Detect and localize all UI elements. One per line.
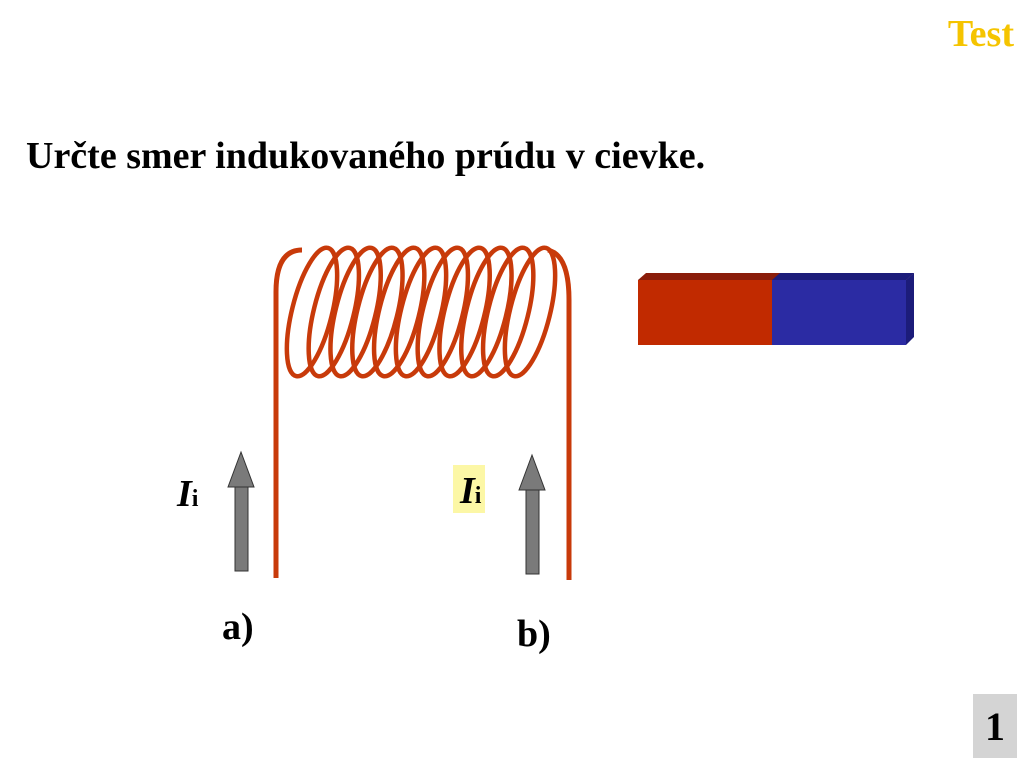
magnet-top-face-blue [772,273,914,280]
magnet-right-pole [772,280,906,345]
option-b-label[interactable]: b) [517,613,551,655]
coil-loop [415,245,471,379]
current-symbol: I [177,473,192,515]
coil-loop [284,245,340,379]
coil-loop [306,245,362,379]
coil-loops [284,245,558,379]
current-subscript: i [474,483,482,509]
bar-magnet [638,273,914,345]
current-label-b: Ii [453,465,486,513]
coil-loop [480,245,536,379]
coil-loop [502,245,558,379]
page-number: 1 [973,694,1017,758]
question-title: Určte smer indukovaného prúdu v cievke. [26,135,706,177]
current-subscript: i [191,486,199,512]
coil-loop [459,245,514,379]
test-badge: Test [947,13,1014,55]
current-arrow-a [227,450,255,572]
current-arrow-b [518,453,546,575]
magnet-side-face [906,273,914,345]
coil-loop [328,245,383,379]
coil-loop [371,245,427,379]
option-a-label[interactable]: a) [222,606,254,648]
coil-loop [437,245,492,379]
coil-loop [393,245,449,379]
coil-loop [350,245,405,379]
current-label-a: Ii [177,472,198,516]
coil-left-lead [273,247,303,578]
magnet-left-pole [638,280,772,345]
current-symbol: I [460,470,475,512]
